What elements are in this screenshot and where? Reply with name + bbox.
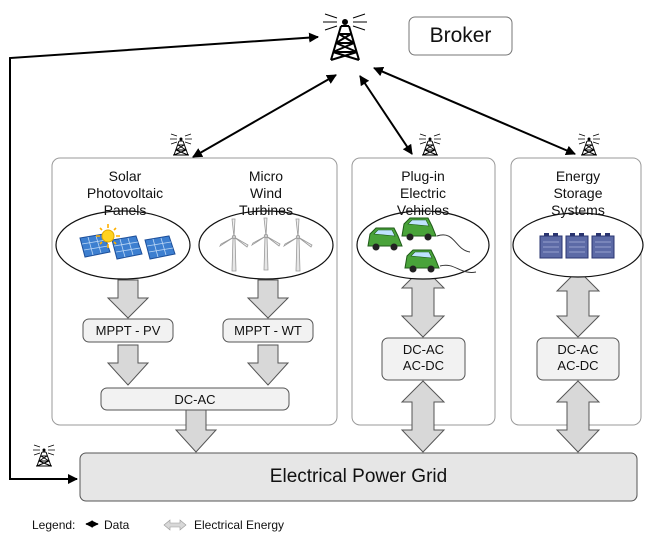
- power-grid-label: Electrical Power Grid: [269, 466, 448, 487]
- legend-energy-label: Electrical Energy: [194, 518, 285, 532]
- dcac-label: DC-AC: [174, 391, 216, 407]
- mppt-wt-label: MPPT - WT: [234, 323, 302, 338]
- data-link-grid: [9, 32, 319, 484]
- mppt-pv-label: MPPT - PV: [95, 323, 161, 338]
- broker-label: Broker: [429, 24, 492, 47]
- ev-tower-icon: [418, 133, 442, 156]
- batteries-icon: [539, 232, 615, 259]
- ev-converter-box: [381, 337, 466, 381]
- data-link-storage: [373, 66, 576, 156]
- pv-title: Solar Photovoltaic Panels: [86, 168, 164, 218]
- storage-converter-box: [536, 337, 620, 381]
- storage-title: Energy Storage Systems: [551, 168, 605, 218]
- electric-vehicles-icon: [367, 217, 477, 273]
- wt-title: Micro Wind Turbines: [239, 168, 293, 218]
- wind-turbines-icon: [219, 217, 313, 272]
- data-link-renewables: [192, 74, 337, 158]
- storage-energy-arrow-bottom: [555, 380, 601, 453]
- broker-tower-icon: [322, 13, 368, 61]
- grid-tower-icon: [32, 444, 56, 467]
- legend: Legend: Data Electrical Energy: [0, 515, 400, 535]
- storage-converter-label: DC-AC AC-DC: [557, 342, 599, 373]
- legend-data-label: Data: [104, 518, 130, 532]
- legend-prefix: Legend:: [32, 518, 76, 532]
- ev-converter-label: DC-AC AC-DC: [402, 342, 445, 373]
- data-link-ev: [359, 75, 413, 155]
- ev-energy-arrow-bottom: [400, 380, 446, 453]
- storage-tower-icon: [577, 133, 601, 156]
- ev-title: Plug-in Electric Vehicles: [396, 168, 450, 218]
- energy-double-arrow-icon: [163, 519, 187, 531]
- storage-energy-arrow-top: [555, 269, 601, 338]
- ev-energy-arrow-top: [400, 266, 446, 338]
- renewables-tower-icon: [169, 133, 193, 156]
- broker-box: [408, 16, 513, 56]
